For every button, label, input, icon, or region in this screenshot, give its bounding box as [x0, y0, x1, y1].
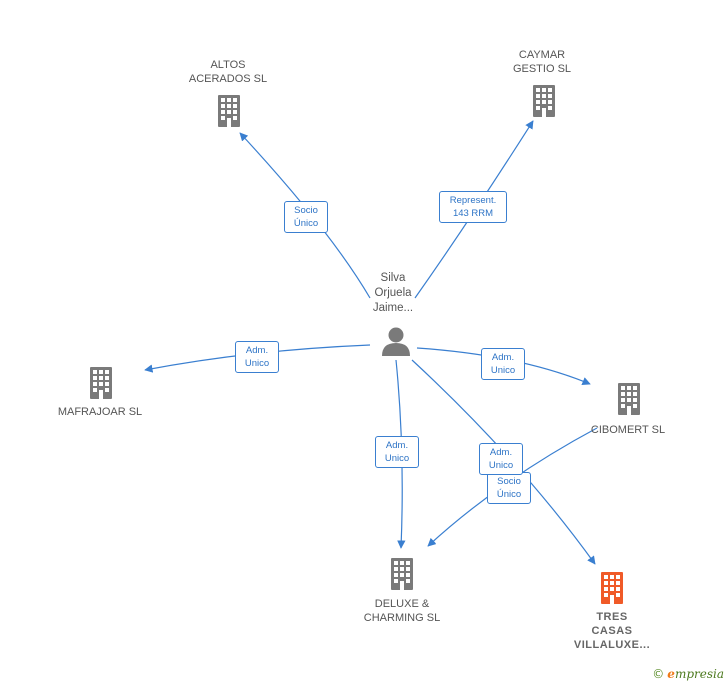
brand-footer: ©empresia: [652, 667, 724, 681]
company-label-altos[interactable]: ALTOS ACERADOS SL: [188, 59, 268, 85]
company-label-deluxe[interactable]: DELUXE & CHARMING SL: [363, 598, 441, 624]
brand-logo-text: mpresia: [674, 667, 724, 681]
relation-label-cibomert: Adm. Unico: [481, 348, 525, 380]
building-icon-cibomert[interactable]: [618, 383, 640, 415]
building-icon-deluxe[interactable]: [391, 558, 413, 590]
relation-label-tres-casas: Adm. Unico: [479, 443, 523, 475]
copyright-icon: ©: [652, 667, 665, 681]
relation-label-mafrajoar: Adm. Unico: [235, 341, 279, 373]
building-icon-altos[interactable]: [218, 95, 240, 127]
brand-logo-e: e: [667, 667, 675, 681]
building-icon-caymar[interactable]: [533, 85, 555, 117]
relation-label-cibomert-deluxe: Socio Único: [487, 472, 531, 504]
person-icon[interactable]: [382, 327, 410, 357]
relation-label-altos: Socio Único: [284, 201, 328, 233]
building-icon-mafrajoar[interactable]: [90, 367, 112, 399]
company-label-tres-casas[interactable]: TRES CASAS VILLALUXE...: [573, 611, 651, 651]
company-label-mafrajoar[interactable]: MAFRAJOAR SL: [57, 406, 143, 418]
person-label[interactable]: Silva Orjuela Jaime...: [372, 272, 414, 314]
relation-label-deluxe: Adm. Unico: [375, 436, 419, 468]
company-label-cibomert[interactable]: CIBOMERT SL: [590, 424, 666, 436]
relation-label-caymar: Represent. 143 RRM: [439, 191, 507, 223]
company-label-caymar[interactable]: CAYMAR GESTIO SL: [512, 49, 572, 75]
building-icon-tres-casas[interactable]: [601, 572, 623, 604]
